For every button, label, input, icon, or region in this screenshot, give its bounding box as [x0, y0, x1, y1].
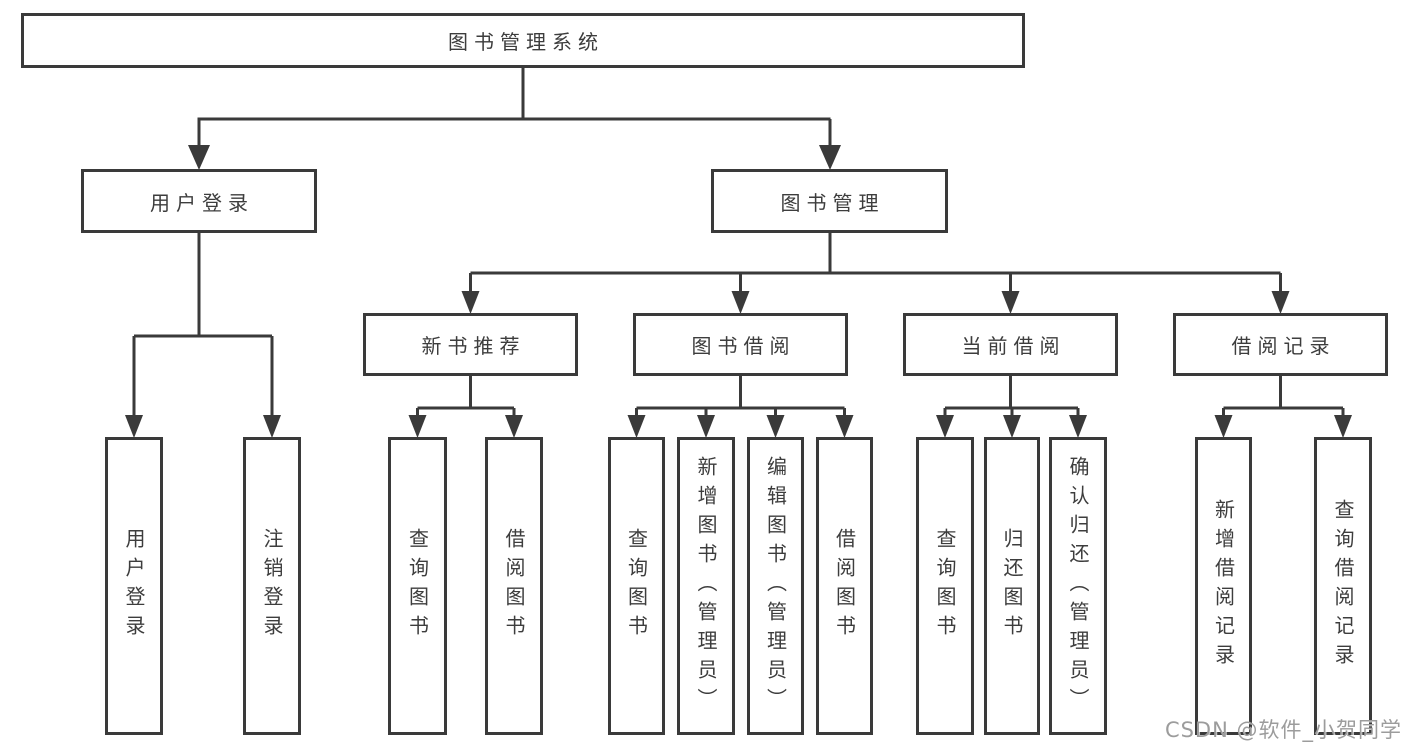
leaf-query-borrow-record-label: 查询借阅记录 — [1331, 499, 1355, 673]
node-book-borrow-label: 图书借阅 — [691, 334, 796, 358]
leaf-query-books-borrow: 查询图书 — [608, 437, 665, 735]
leaf-edit-book-admin-label: 编辑图书（管理员） — [763, 455, 788, 717]
leaf-query-books-recommend-label: 查询图书 — [405, 528, 430, 644]
leaf-query-books-current-label: 查询图书 — [933, 528, 957, 644]
leaf-edit-book-admin: 编辑图书（管理员） — [747, 437, 804, 735]
leaf-logout: 注销登录 — [243, 437, 301, 735]
csdn-watermark: CSDN @软件_小贺同学 — [1164, 718, 1402, 742]
leaf-add-borrow-record: 新增借阅记录 — [1195, 437, 1252, 735]
leaf-borrow-book-label: 借阅图书 — [832, 528, 857, 644]
leaf-add-book-admin-label: 新增图书（管理员） — [694, 455, 718, 717]
leaf-user-login-label: 用户登录 — [122, 528, 146, 644]
leaf-add-borrow-record-label: 新增借阅记录 — [1211, 499, 1236, 673]
node-new-book-recommend: 新书推荐 — [363, 313, 578, 376]
node-root-system-label: 图书管理系统 — [448, 30, 604, 54]
node-user-login-label: 用户登录 — [150, 190, 254, 215]
node-current-borrow: 当前借阅 — [903, 313, 1118, 376]
leaf-return-book: 归还图书 — [984, 437, 1040, 735]
leaf-logout-label: 注销登录 — [260, 528, 284, 644]
leaf-borrow-book: 借阅图书 — [816, 437, 873, 735]
node-book-management: 图书管理 — [711, 169, 948, 233]
node-new-book-recommend-label: 新书推荐 — [421, 334, 526, 358]
node-current-borrow-label: 当前借阅 — [961, 334, 1066, 358]
node-borrow-records: 借阅记录 — [1173, 313, 1388, 376]
leaf-return-book-label: 归还图书 — [1000, 528, 1024, 644]
node-user-login: 用户登录 — [81, 169, 317, 233]
leaf-user-login: 用户登录 — [105, 437, 163, 735]
leaf-query-borrow-record: 查询借阅记录 — [1314, 437, 1372, 735]
leaf-query-books-recommend: 查询图书 — [388, 437, 447, 735]
leaf-add-book-admin: 新增图书（管理员） — [677, 437, 735, 735]
node-book-borrow: 图书借阅 — [633, 313, 848, 376]
node-book-management-label: 图书管理 — [780, 190, 885, 215]
node-root-system: 图书管理系统 — [21, 13, 1025, 68]
leaf-borrow-book-recommend-label: 借阅图书 — [502, 528, 526, 644]
leaf-borrow-book-recommend: 借阅图书 — [485, 437, 543, 735]
leaf-query-books-current: 查询图书 — [916, 437, 974, 735]
leaf-confirm-return-admin-label: 确认归还（管理员） — [1066, 455, 1090, 717]
leaf-query-books-borrow-label: 查询图书 — [624, 528, 649, 644]
arrowhead-icons — [125, 145, 1352, 438]
leaf-confirm-return-admin: 确认归还（管理员） — [1049, 437, 1107, 735]
node-borrow-records-label: 借阅记录 — [1231, 334, 1336, 358]
